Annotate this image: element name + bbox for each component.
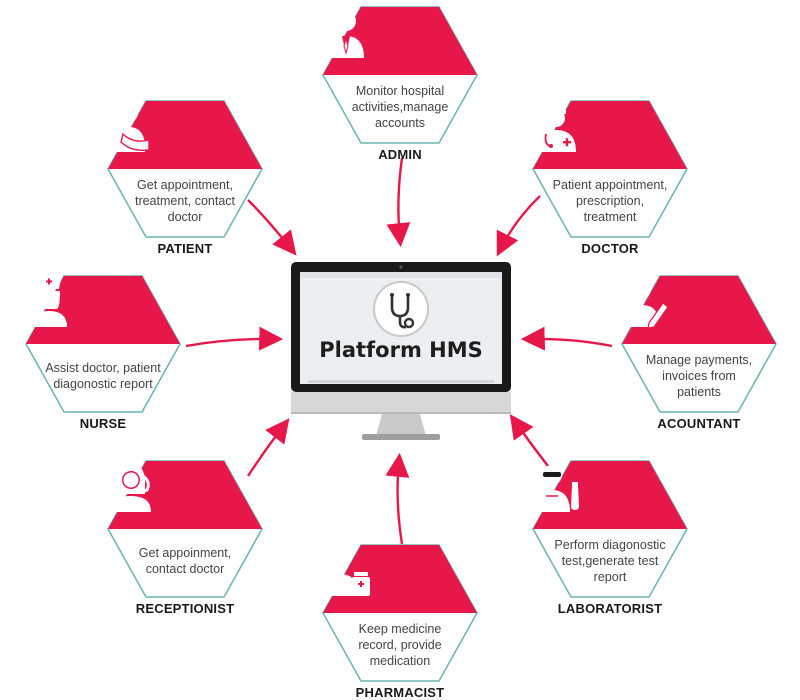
doctor-icon (536, 106, 576, 152)
role-description: Monitor hospital activities,manage accou… (351, 84, 449, 130)
role-node-pharmacist: Keep medicine record, provide medication… (322, 544, 478, 700)
stethoscope-icon (373, 281, 429, 337)
role-label-patient: PATIENT (157, 241, 213, 256)
arrow-accountant (520, 326, 613, 351)
role-description: Get appoinment, contact doctor (138, 546, 232, 576)
arrow-pharmacist (385, 452, 410, 545)
arrow-admin (386, 157, 411, 248)
arrow-patient (247, 199, 297, 256)
role-description: Manage payments, invoices from patients (645, 353, 753, 399)
role-label-pharmacist: PHARMACIST (355, 685, 445, 700)
role-label-accountant: ACOUNTANT (657, 416, 741, 431)
role-label-laboratorist: LABORATORIST (557, 601, 663, 616)
role-description: Perform diagonostic test,generate test r… (554, 538, 666, 584)
role-label-nurse: NURSE (79, 416, 127, 431)
role-description: Get appointment, treatment, contact doct… (134, 178, 236, 224)
role-node-patient: Get appointment, treatment, contact doct… (107, 100, 263, 256)
role-label-admin: ADMIN (378, 147, 422, 162)
admin-icon (328, 11, 364, 58)
laboratorist-icon (534, 465, 579, 512)
role-node-laboratorist: Perform diagonostic test,generate test r… (532, 460, 688, 616)
arrow-nurse (185, 326, 284, 351)
accountant-icon (623, 279, 669, 329)
role-description: Patient appointment, prescription, treat… (552, 178, 668, 224)
role-node-receptionist: Get appoinment, contact doctor RECEPTION… (107, 460, 263, 616)
role-node-nurse: Assist doctor, patient diagonostic repor… (25, 275, 181, 431)
nurse-icon (31, 278, 67, 327)
patient-icon (113, 104, 150, 152)
platform-title: Platform HMS (319, 338, 483, 362)
arrow-receptionist (246, 418, 290, 477)
role-description: Keep medicine record, provide medication (358, 622, 442, 668)
role-description: Assist doctor, patient diagonostic repor… (45, 361, 161, 391)
arrow-doctor (496, 195, 541, 257)
role-label-doctor: DOCTOR (581, 241, 639, 256)
role-node-accountant: Manage payments, invoices from patients … (621, 275, 777, 431)
pharmacist-icon (322, 549, 370, 596)
role-node-doctor: Patient appointment, prescription, treat… (532, 100, 688, 256)
role-node-admin: Monitor hospital activities,manage accou… (322, 6, 478, 162)
receptionist-icon (111, 464, 151, 512)
role-label-receptionist: RECEPTIONIST (135, 601, 235, 616)
